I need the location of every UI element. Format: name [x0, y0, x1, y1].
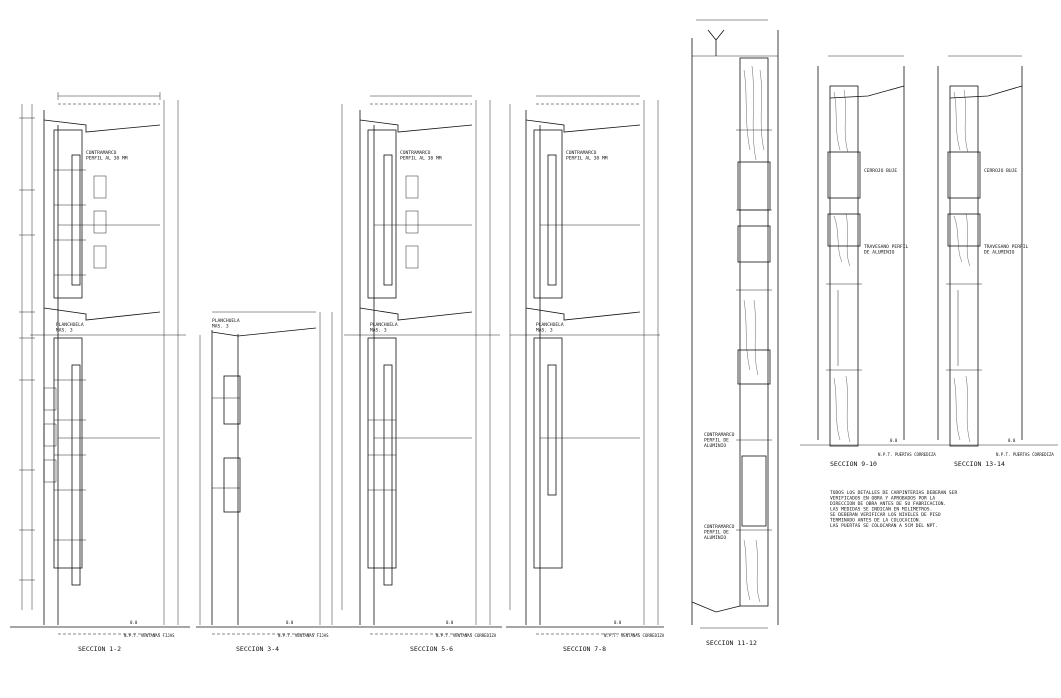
level-note: N.P.T. PUERTAS CORREDIZA: [996, 452, 1054, 457]
level-tag: 0.0: [614, 620, 622, 625]
section-caption: SECCION 7-8: [563, 645, 606, 653]
section-13-14: [930, 55, 1058, 447]
level-tag: 0.0: [890, 438, 898, 443]
section-caption: SECCION 3-4: [236, 645, 279, 653]
level-tag: 0.0: [446, 620, 454, 625]
section-1-2: [10, 92, 190, 635]
section-3-4: [196, 311, 340, 635]
callout-cerrojo: CERROJO BUJE: [984, 168, 1017, 174]
section-9-10: [800, 55, 930, 447]
level-note: N.P.T. VENTANAS FIJAS: [278, 633, 329, 638]
level-note: N.P.T. VENTANAS FIJAS: [124, 633, 175, 638]
level-tag: 0.0: [1008, 438, 1016, 443]
level-tag: 0.0: [286, 620, 294, 625]
level-note: N.P.T. VENTANAS CORREDIZA: [604, 633, 665, 638]
section-7-8: [506, 95, 664, 635]
section-caption: SECCION 13-14: [954, 460, 1005, 468]
level-tag: 0.0: [130, 620, 138, 625]
level-note: N.P.T. VENTANAS CORREDIZA: [436, 633, 497, 638]
general-note: TODOS LOS DETALLES DE CARPINTERIAS DEBER…: [830, 490, 957, 529]
level-note: N.P.T. PUERTAS CORREDIZA: [878, 452, 936, 457]
section-caption: SECCION 5-6: [410, 645, 453, 653]
section-caption: SECCION 9-10: [830, 460, 877, 468]
section-caption: SECCION 11-12: [706, 639, 757, 647]
section-5-6: [340, 95, 502, 635]
section-caption: SECCION 1-2: [78, 645, 121, 653]
section-11-12: [691, 19, 779, 629]
callout-cerrojo: CERROJO BUJE: [864, 168, 897, 174]
